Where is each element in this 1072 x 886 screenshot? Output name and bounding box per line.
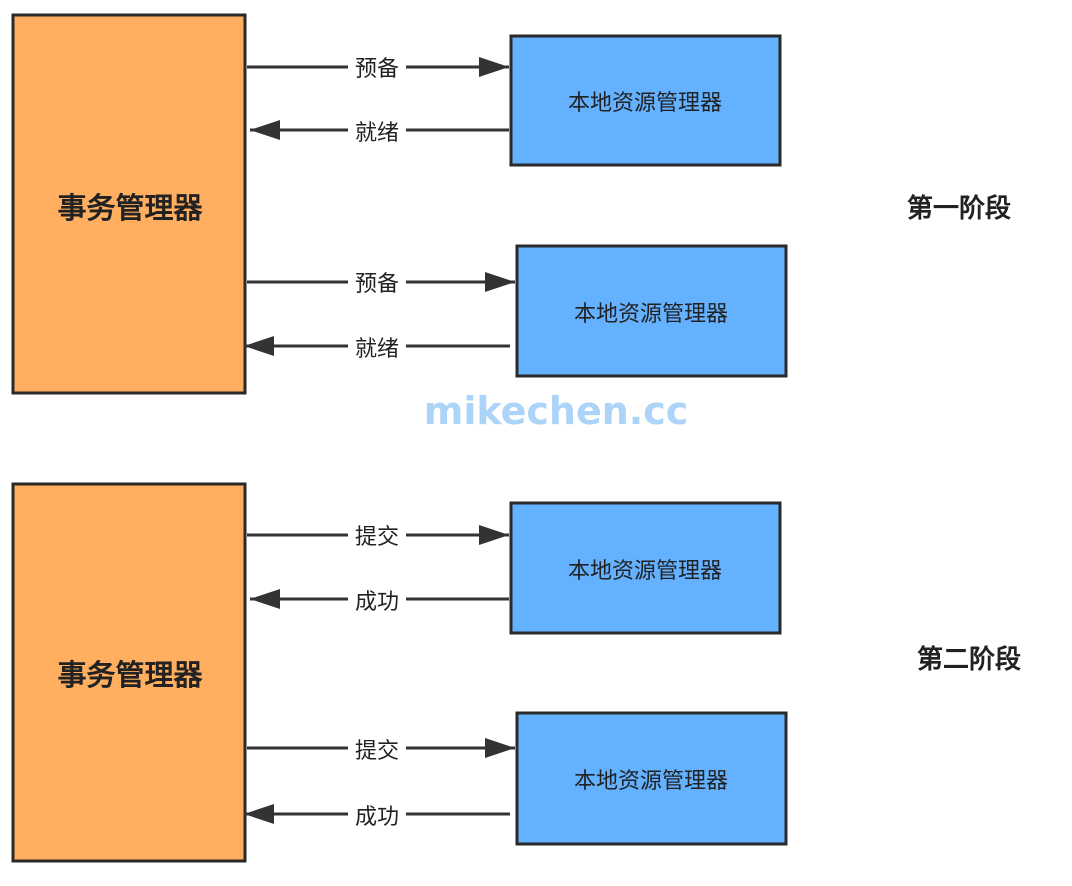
request-label: 预备 (355, 272, 399, 297)
resource-manager-label: 本地资源管理器 (574, 769, 728, 794)
transaction-manager-box (11, 13, 247, 395)
resource-manager-box (515, 244, 788, 378)
response-label: 就绪 (355, 121, 399, 146)
phase-title: 第二阶段 (917, 644, 1021, 675)
transaction-manager-label: 事务管理器 (57, 191, 203, 225)
resource-manager-box (515, 711, 788, 846)
resource-manager-label: 本地资源管理器 (574, 302, 728, 327)
arrow-label-bg (348, 267, 406, 297)
arrow-label-bg (348, 799, 406, 829)
resource-manager-box (509, 501, 782, 635)
transaction-manager-label: 事务管理器 (57, 658, 203, 692)
transaction-manager-box (11, 482, 247, 863)
response-label: 成功 (355, 805, 399, 830)
phase-title: 第一阶段 (907, 193, 1011, 224)
phase-1-group: 事务管理器 本地资源管理器 预备 就绪 本地资源管理器 预备 就绪 第一阶段 (11, 13, 1011, 395)
watermark: mikechen.cc (424, 389, 689, 433)
arrow-label-bg (348, 52, 406, 82)
arrow-label-bg (348, 520, 406, 550)
arrow-label-bg (348, 733, 406, 763)
phase-2-group: 事务管理器 本地资源管理器 提交 成功 本地资源管理器 提交 成功 第二阶段 (11, 482, 1021, 863)
resource-manager-label: 本地资源管理器 (568, 91, 722, 116)
resource-manager-label: 本地资源管理器 (568, 559, 722, 584)
request-label: 提交 (355, 525, 399, 550)
arrow-label-bg (348, 331, 406, 361)
request-label: 预备 (355, 57, 399, 82)
arrow-label-bg (348, 115, 406, 145)
arrow-label-bg (348, 584, 406, 614)
request-label: 提交 (355, 739, 399, 764)
response-label: 就绪 (355, 337, 399, 362)
resource-manager-box (509, 34, 782, 167)
response-label: 成功 (355, 590, 399, 615)
